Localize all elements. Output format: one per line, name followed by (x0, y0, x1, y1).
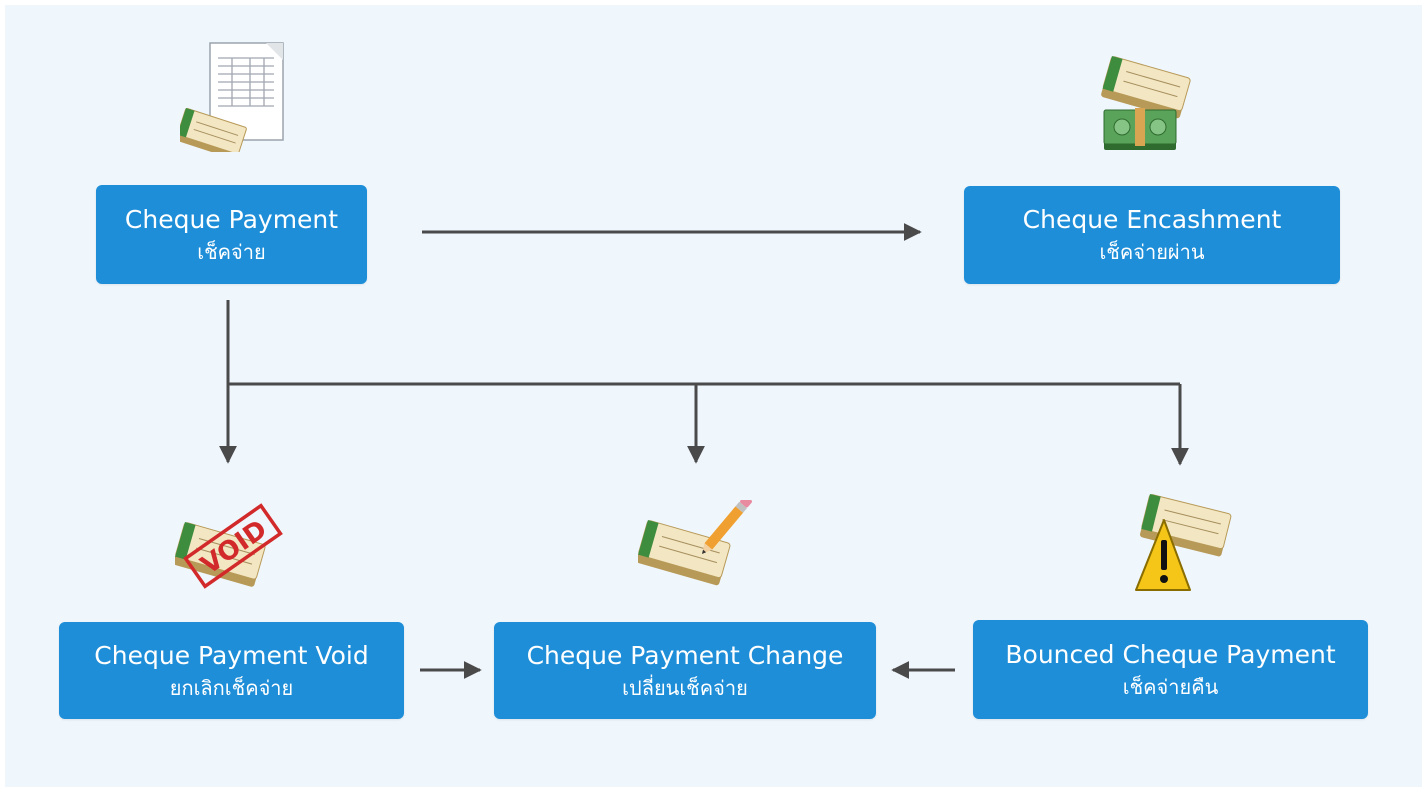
bounced-cheque-payment-title: Bounced Cheque Payment (1005, 639, 1336, 669)
cheque-payment-node: Cheque Payment เช็คจ่าย (96, 185, 367, 284)
cheque-encashment-subtitle: เช็คจ่ายผ่าน (1099, 240, 1205, 264)
bounced-cheque-payment-node: Bounced Cheque Payment เช็คจ่ายคืน (973, 620, 1368, 719)
cheque-payment-change-node: Cheque Payment Change เปลี่ยนเช็คจ่าย (494, 622, 876, 719)
cheque-payment-change-title: Cheque Payment Change (526, 640, 844, 670)
cheque-with-warning-icon (1135, 493, 1232, 591)
void-stamp-cheque-icon: VOID (175, 503, 283, 589)
bounced-cheque-payment-subtitle: เช็คจ่ายคืน (1122, 674, 1219, 699)
cheque-payment-void-node: Cheque Payment Void ยกเลิกเช็คจ่าย (59, 622, 404, 719)
cheque-with-cash-icon (1101, 56, 1191, 150)
cheque-with-pencil-icon (638, 500, 752, 586)
cheque-payment-subtitle: เช็คจ่าย (197, 239, 266, 264)
cheque-payment-void-subtitle: ยกเลิกเช็คจ่าย (169, 675, 294, 700)
cheque-payment-change-subtitle: เปลี่ยนเช็คจ่าย (622, 675, 748, 700)
cheque-encashment-node: Cheque Encashment เช็คจ่ายผ่าน (964, 186, 1340, 284)
cheque-with-document-icon (180, 42, 284, 152)
cheque-encashment-title: Cheque Encashment (1022, 205, 1282, 234)
cheque-payment-void-title: Cheque Payment Void (94, 640, 369, 670)
cheque-payment-title: Cheque Payment (124, 204, 339, 234)
